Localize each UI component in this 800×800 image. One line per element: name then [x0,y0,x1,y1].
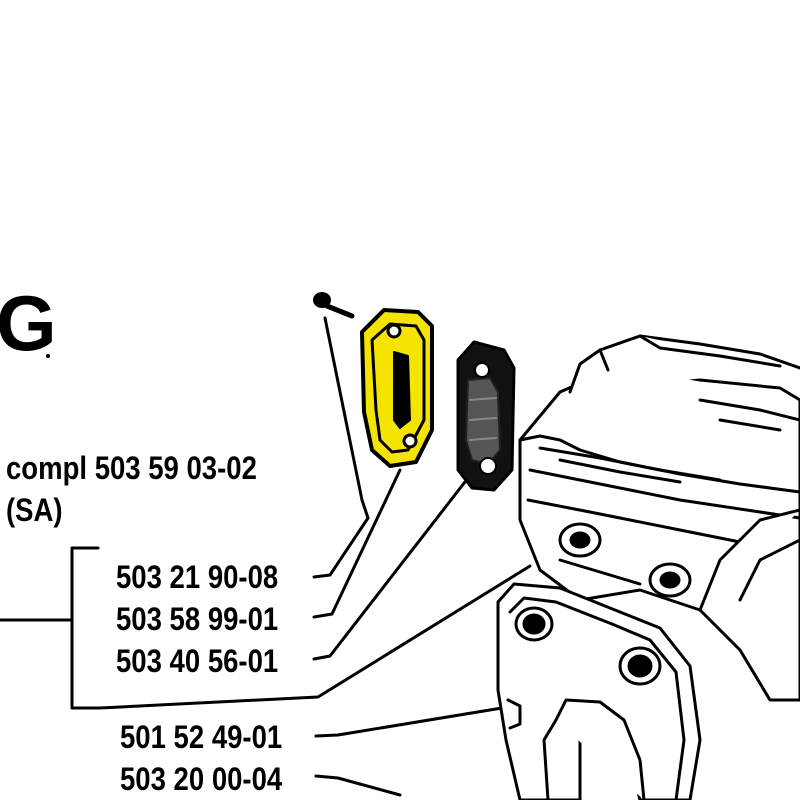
cover-plate-highlighted [360,308,434,468]
muffler-body [518,334,800,702]
group-bracket [0,546,102,710]
gasket [456,340,516,492]
part-number-1: 503 21 90-08 [116,559,279,595]
screw [313,292,355,319]
part-number-4: 501 52 49-01 [120,719,283,755]
part-number-5: 503 20 00-04 [120,761,283,797]
dot-mark [46,354,50,358]
leader-lines [98,316,532,797]
assembly-title: compl 503 59 03-02 [6,450,257,486]
assembly-subtitle: (SA) [6,492,63,528]
part-number-3: 503 40 56-01 [116,643,279,679]
part-number-2: 503 58 99-01 [116,601,279,637]
section-heading: G [0,279,57,367]
guide-plate [496,582,702,800]
